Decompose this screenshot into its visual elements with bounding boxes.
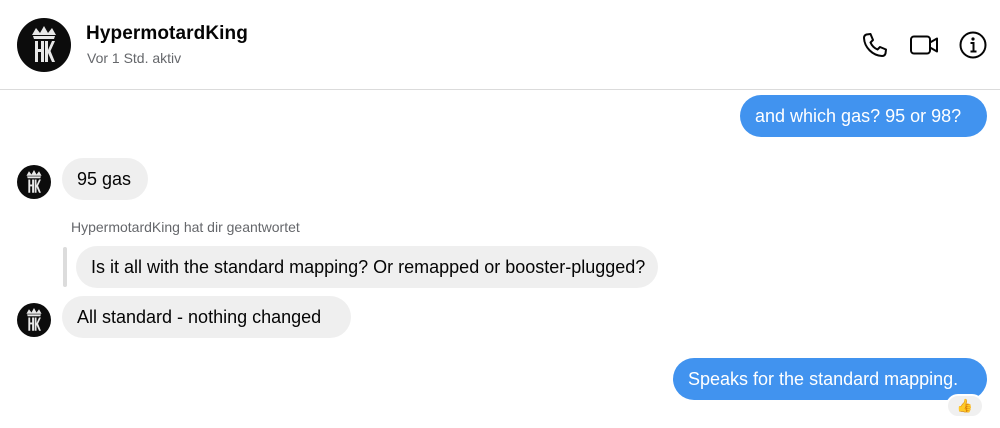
thumbs-up-reaction[interactable]: 👍 bbox=[946, 394, 984, 418]
phone-icon[interactable] bbox=[860, 30, 890, 60]
contact-avatar-small[interactable] bbox=[17, 165, 51, 199]
contact-status: Vor 1 Std. aktiv bbox=[87, 50, 182, 66]
hk-crown-logo bbox=[32, 26, 56, 62]
hk-crown-logo bbox=[26, 170, 42, 193]
contact-name[interactable]: HypermotardKing bbox=[86, 23, 248, 44]
outgoing-message-bubble[interactable]: and which gas? 95 or 98? bbox=[740, 95, 987, 137]
incoming-message-bubble[interactable]: 95 gas bbox=[62, 158, 148, 200]
info-icon[interactable] bbox=[958, 30, 988, 60]
contact-avatar[interactable] bbox=[17, 18, 71, 72]
contact-avatar-small[interactable] bbox=[17, 303, 51, 337]
hk-crown-logo bbox=[26, 308, 42, 331]
incoming-message-bubble[interactable]: All standard - nothing changed bbox=[62, 296, 351, 338]
quoted-message-bubble[interactable]: Is it all with the standard mapping? Or … bbox=[76, 246, 658, 288]
reply-indicator-bar bbox=[63, 247, 67, 287]
outgoing-message-bubble[interactable]: Speaks for the standard mapping. bbox=[673, 358, 987, 400]
conversation-header: HypermotardKing Vor 1 Std. aktiv bbox=[0, 0, 1000, 90]
reply-note: HypermotardKing hat dir geantwortet bbox=[71, 219, 300, 235]
video-camera-icon[interactable] bbox=[909, 30, 939, 60]
